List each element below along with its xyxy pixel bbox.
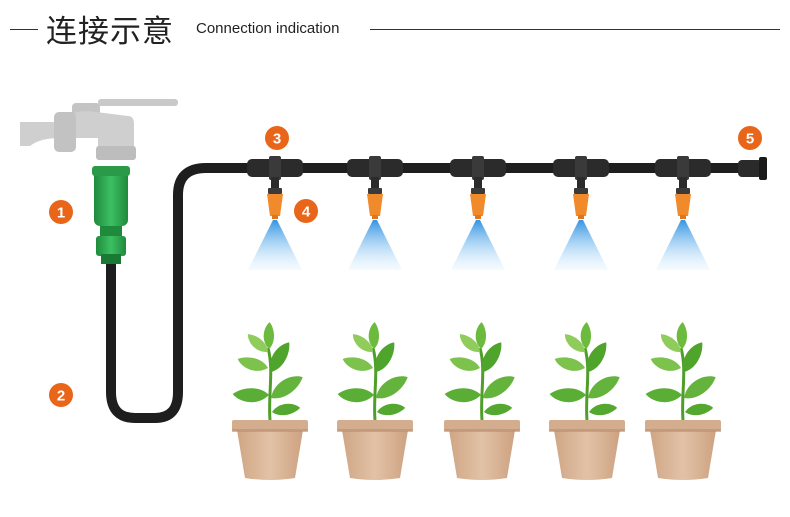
- title-english: Connection indication: [196, 20, 340, 37]
- marker-1-label: 1: [57, 205, 65, 222]
- nozzle-row: [247, 156, 711, 270]
- mist-nozzle-icon: [367, 188, 383, 219]
- tee-connector-icon: [553, 156, 609, 189]
- header-rule-right: [370, 29, 780, 30]
- mist-nozzle-icon: [267, 188, 283, 219]
- tee-connector-icon: [247, 156, 303, 189]
- marker-1: 1: [49, 200, 73, 224]
- title-chinese: 连接示意: [46, 14, 174, 50]
- plant-row: [232, 322, 721, 480]
- header: 连接示意 Connection indication: [0, 0, 790, 50]
- header-rule-left: [10, 29, 38, 30]
- marker-2: 2: [49, 383, 73, 407]
- potted-plant-icon: [549, 322, 625, 480]
- end-plug-icon: [738, 157, 767, 180]
- spray-cone: [656, 220, 710, 270]
- potted-plant-icon: [444, 322, 520, 480]
- main-hose: [106, 163, 765, 423]
- potted-plant-icon: [337, 322, 413, 480]
- spray-cone: [451, 220, 505, 270]
- tee-connector-icon: [450, 156, 506, 189]
- faucet-icon: [20, 99, 178, 160]
- spray-cone: [248, 220, 302, 270]
- spray-cone: [348, 220, 402, 270]
- marker-5-label: 5: [746, 131, 754, 148]
- mist-nozzle-icon: [573, 188, 589, 219]
- potted-plant-icon: [232, 322, 308, 480]
- spray-cone: [554, 220, 608, 270]
- marker-3: 3: [265, 126, 289, 150]
- mist-nozzle-icon: [675, 188, 691, 219]
- quick-connector-icon: [92, 166, 130, 264]
- potted-plant-icon: [645, 322, 721, 480]
- marker-2-label: 2: [57, 388, 65, 405]
- tee-connector-icon: [347, 156, 403, 189]
- marker-4-label: 4: [302, 204, 311, 221]
- mist-nozzle-icon: [470, 188, 486, 219]
- marker-5: 5: [738, 126, 762, 150]
- marker-3-label: 3: [273, 131, 281, 148]
- tee-connector-icon: [655, 156, 711, 189]
- marker-4: 4: [294, 199, 318, 223]
